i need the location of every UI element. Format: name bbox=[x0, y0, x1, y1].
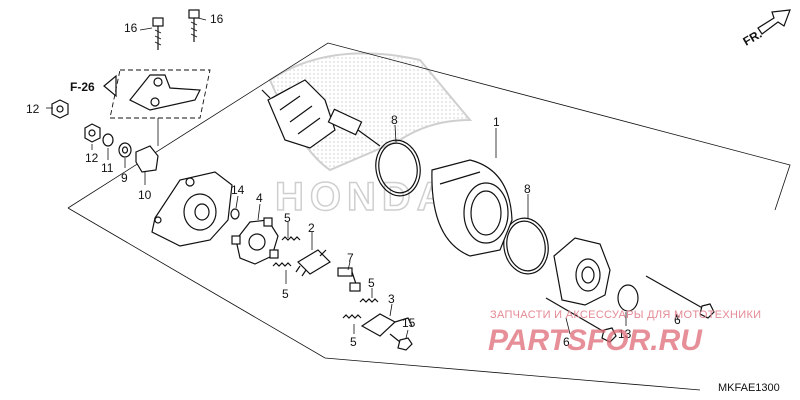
through-bolt-6-right bbox=[645, 275, 715, 319]
spring-5-b bbox=[272, 262, 292, 267]
reference-label: F-26 bbox=[70, 80, 95, 94]
diagram-code: MKFAE1300 bbox=[718, 382, 780, 394]
nut-9 bbox=[118, 142, 132, 158]
bolt-15 bbox=[389, 333, 413, 351]
o-ring-13 bbox=[617, 284, 639, 312]
reference-arrow: F-26 bbox=[70, 74, 117, 98]
callout-4: 4 bbox=[256, 191, 263, 205]
callout-13: 13 bbox=[618, 327, 632, 341]
spring-5-d bbox=[342, 314, 362, 319]
watermark-brand: PARTSFOR.RU bbox=[488, 324, 703, 357]
callout-3: 3 bbox=[388, 292, 395, 306]
spring-5-c bbox=[359, 298, 379, 303]
callout-14: 14 bbox=[231, 183, 245, 197]
brush-3 bbox=[360, 313, 413, 337]
front-cover bbox=[553, 237, 611, 306]
spring-5-a bbox=[281, 236, 301, 241]
callout-12-outer: 12 bbox=[26, 102, 40, 116]
callout-16-right: 16 bbox=[210, 12, 224, 26]
callout-1: 1 bbox=[493, 115, 500, 129]
leader-lines bbox=[46, 17, 679, 339]
mounting-bracket bbox=[129, 74, 201, 111]
washer-11 bbox=[102, 133, 114, 147]
callout-8-rear: 8 bbox=[524, 182, 531, 196]
motor-case bbox=[431, 159, 513, 257]
callout-5-d: 5 bbox=[350, 335, 357, 349]
callout-9: 9 bbox=[121, 171, 128, 185]
assembly-frame-top bbox=[67, 42, 791, 211]
callout-15: 15 bbox=[402, 316, 416, 330]
callout-8-front: 8 bbox=[391, 113, 398, 127]
callouts: 16 16 12 12 11 9 10 14 4 5 2 5 7 5 3 15 … bbox=[26, 12, 681, 349]
nut-12-inner bbox=[84, 123, 101, 143]
callout-6-right: 6 bbox=[674, 313, 681, 327]
callout-5-c: 5 bbox=[368, 276, 375, 290]
callout-5-b: 5 bbox=[282, 287, 289, 301]
terminal-bolt-7 bbox=[337, 267, 361, 292]
through-bolt-6-left bbox=[545, 297, 617, 343]
o-ring-8-rear bbox=[503, 217, 549, 275]
bolt-16-right bbox=[188, 9, 200, 42]
brush-holder-4 bbox=[231, 217, 279, 265]
terminal-insulator-10 bbox=[135, 118, 159, 173]
bracket-detail-box bbox=[109, 69, 211, 119]
callout-6-left: 6 bbox=[563, 335, 570, 349]
honda-logo-text: HONDA bbox=[275, 175, 452, 219]
o-ring-14 bbox=[230, 208, 240, 220]
watermark-tagline: ЗАПЧАСТИ И АКСЕССУАРЫ ДЛЯ МОТОТЕХНИКИ bbox=[490, 309, 761, 321]
brush-2 bbox=[295, 249, 331, 277]
watermark: ЗАПЧАСТИ И АКСЕССУАРЫ ДЛЯ МОТОТЕХНИКИ PA… bbox=[488, 309, 761, 357]
callout-2: 2 bbox=[308, 221, 315, 235]
callout-11: 11 bbox=[101, 161, 114, 175]
assembly-frame-bottom bbox=[67, 207, 701, 391]
rear-cover bbox=[151, 171, 233, 247]
nut-12-outer bbox=[51, 99, 69, 119]
callout-5-a: 5 bbox=[284, 211, 291, 225]
bolt-16-left bbox=[152, 17, 164, 50]
o-ring-8-front bbox=[375, 139, 421, 197]
callout-16-left: 16 bbox=[124, 21, 138, 35]
callout-10: 10 bbox=[138, 188, 152, 202]
armature bbox=[261, 79, 381, 149]
callout-12-inner: 12 bbox=[85, 151, 99, 165]
front-arrow: FR. bbox=[741, 9, 791, 49]
callout-7: 7 bbox=[347, 251, 354, 265]
